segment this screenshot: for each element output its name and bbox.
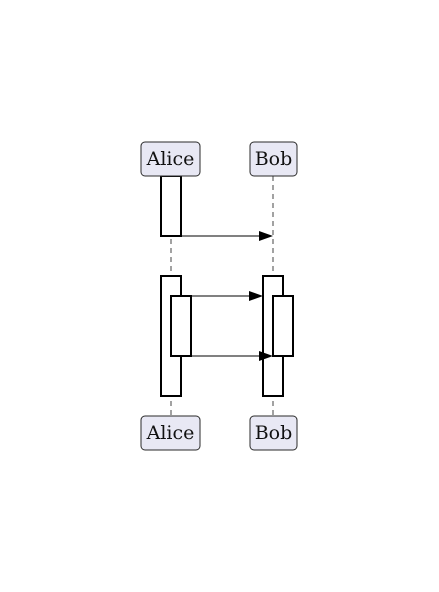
arrowhead-icon [259,351,273,361]
arrowhead-icon [249,291,263,301]
participant-alice-top: Alice [140,141,201,177]
message-3 [191,351,273,361]
arrowhead-icon [259,231,273,241]
participant-box [140,415,201,451]
participant-label-alice: Alice [146,148,195,170]
participant-box [249,141,298,177]
message-1 [181,231,273,241]
participant-label-bob: Bob [255,148,293,170]
participant-bob-bottom: Bob [249,415,298,451]
participant-bob-top: Bob [249,141,298,177]
participant-label-alice: Alice [146,422,195,444]
activation-alice-nested [170,295,192,357]
activation-alice-1 [160,175,182,237]
participant-box [140,141,201,177]
activation-bob-nested [272,295,294,357]
participant-alice-bottom: Alice [140,415,201,451]
message-2 [191,291,263,301]
participant-box [249,415,298,451]
participant-label-bob: Bob [255,422,293,444]
